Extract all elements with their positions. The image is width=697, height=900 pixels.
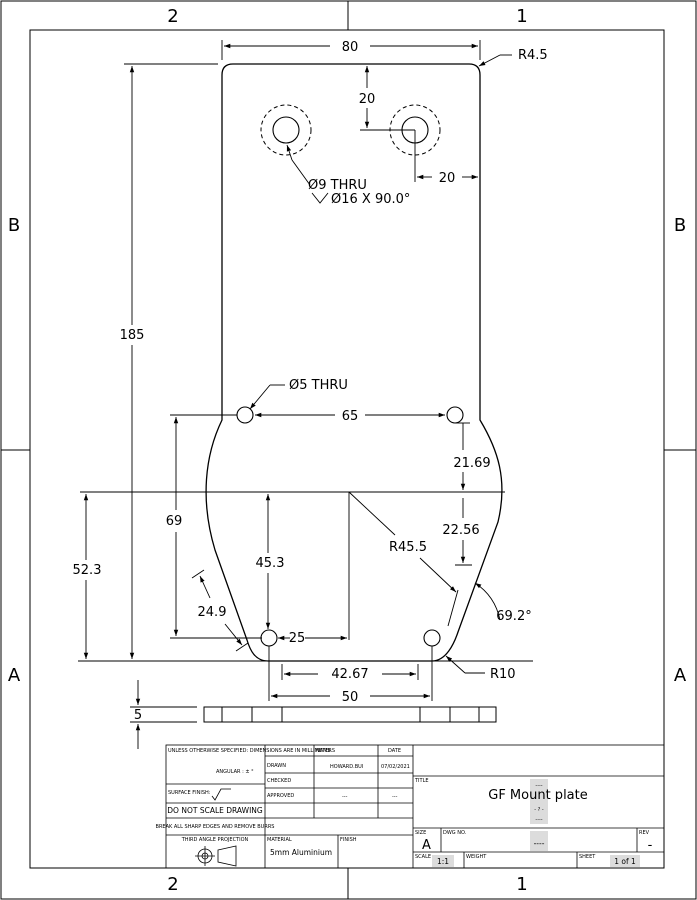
drawn-date: 07/02/2021 [381, 764, 410, 770]
projection-symbol-icon [195, 845, 237, 867]
title-placeholder: ---- [535, 783, 542, 789]
approved-label: APPROVED [267, 793, 294, 799]
surface-finish-icon [211, 788, 231, 801]
drawn-name: HOWARD.BUI [330, 764, 363, 770]
dimension-lines [78, 40, 533, 749]
dim-thickness: 5 [134, 708, 142, 723]
dim-small-hole-spacing: 65 [342, 409, 359, 424]
approved-date: --- [392, 794, 398, 800]
dim-taper-angle: 69.2° [496, 609, 531, 624]
drawing-title: GF Mount plate [488, 788, 588, 803]
dim-corner-radius: R4.5 [518, 48, 548, 63]
size-label: SIZE [415, 830, 426, 836]
side-view [203, 706, 497, 723]
angular-note: ANGULAR : ± ° [216, 769, 254, 775]
dim-height: 185 [120, 328, 145, 343]
name-column: NAME [316, 748, 331, 754]
dim-arc-center-height: 52.3 [73, 563, 102, 578]
size-value: A [422, 838, 431, 853]
sheet-highlight [610, 855, 640, 867]
projection-label: THIRD ANGLE PROJECTION [181, 837, 249, 843]
dwg-no-value: ---- [534, 839, 545, 848]
date-column: DATE [388, 748, 401, 754]
zone-row-label: B [8, 215, 20, 236]
sheet-value: 1 of 1 [614, 857, 636, 866]
zone-row-label: A [8, 665, 21, 686]
dim-lower-offset: 22.56 [442, 523, 479, 538]
title-placeholder: - ? - [534, 807, 544, 813]
dim-angled-length: 24.9 [198, 605, 227, 620]
zone-row-label: B [674, 215, 686, 236]
finish-label: FINISH [340, 837, 357, 843]
no-scale-note: DO NOT SCALE DRAWING [167, 806, 263, 815]
zone-column-label: 1 [516, 874, 527, 895]
material-label: MATERIAL [267, 837, 292, 843]
title-block: UNLESS OTHERWISE SPECIFIED: DIMENSIONS A… [156, 744, 665, 869]
weight-label: WEIGHT [466, 854, 487, 860]
rev-label: REV [639, 830, 650, 836]
dim-hole-offset-y: 20 [359, 92, 376, 107]
title-highlight [530, 779, 548, 824]
title-label: TITLE [414, 778, 429, 784]
zone-column-label: 2 [167, 874, 178, 895]
big-hole-callout: Ø9 THRU [308, 178, 367, 193]
dwg-no-label: DWG NO. [443, 830, 467, 836]
dimension-labels: 80 R4.5 20 20 Ø9 THRU Ø16 X 90.0° 185 Ø5… [73, 40, 548, 723]
scale-value: 1:1 [437, 857, 449, 866]
dim-arc-radius: R45.5 [389, 540, 427, 555]
dim-lower-hole-spacing: 42.67 [331, 667, 368, 682]
scale-highlight [432, 855, 454, 867]
dim-hole-offset-x: 20 [439, 171, 456, 186]
dim-lower-hole-height: 45.3 [256, 556, 285, 571]
rev-value: - [648, 838, 653, 853]
dim-lower-hole-offset: 25 [289, 631, 306, 646]
zone-row-label: A [674, 665, 687, 686]
dim-width: 80 [342, 40, 359, 55]
countersink-callout: Ø16 X 90.0° [331, 192, 410, 207]
scale-label: SCALE [415, 854, 431, 860]
small-hole-callout: Ø5 THRU [289, 378, 348, 393]
general-note: UNLESS OTHERWISE SPECIFIED: DIMENSIONS A… [168, 748, 335, 754]
zone-column-label: 1 [516, 6, 527, 27]
approved-name: --- [342, 794, 348, 800]
zone-column-label: 2 [167, 6, 178, 27]
sheet-label: SHEET [579, 854, 596, 860]
dim-bottom-radius: R10 [490, 667, 516, 682]
surface-finish-label: SURFACE FINISH: [168, 790, 211, 796]
material-value: 5mm Aluminium [270, 848, 332, 857]
break-edges-note: BREAK ALL SHARP EDGES AND REMOVE BURRS [156, 824, 275, 830]
part-outline [205, 63, 503, 662]
dim-upper-offset: 21.69 [453, 456, 490, 471]
title-placeholder: ---- [535, 817, 542, 823]
dim-arc-height: 69 [166, 514, 183, 529]
dim-bottom-spacing: 50 [342, 690, 359, 705]
dwg-highlight [530, 831, 548, 851]
checked-label: CHECKED [267, 778, 291, 784]
drawn-label: DRAWN [267, 763, 286, 769]
